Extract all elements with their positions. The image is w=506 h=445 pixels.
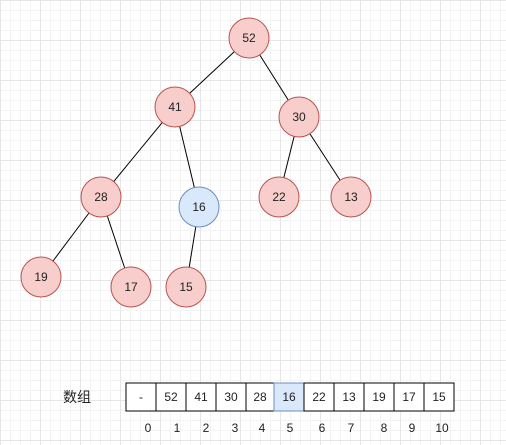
tree-node: 52 [228,17,270,59]
tree-node-label: 15 [179,280,193,294]
tree-node-circle [258,176,300,218]
tree-node-circle [330,176,372,218]
array-cell-value: 17 [402,390,416,404]
tree-node-label: 22 [272,190,286,204]
tree-edge [106,215,126,269]
tree-node-label: 28 [94,190,108,204]
array-label: 数组 [63,390,91,406]
array-cell-value: - [139,390,143,404]
tree-node-label: 52 [242,31,256,45]
tree-node: 17 [110,266,152,308]
array-index-label: 7 [348,421,355,435]
array-index-label: 2 [203,421,210,435]
array-cell-value: 13 [342,390,356,404]
tree-edge [179,126,195,188]
tree-node-circle [20,256,62,298]
array-cell-value: 16 [282,390,296,404]
array-cell [215,382,247,412]
tree-node-label: 30 [292,110,306,124]
array-cell-value: 22 [312,390,326,404]
tree-edge [259,54,289,101]
array-index-label: 4 [259,421,266,435]
tree-edge [113,122,163,182]
array-cell [273,382,305,412]
tree-node-label: 13 [344,190,358,204]
tree-node-label: 41 [168,100,182,114]
tree-node-circle [228,17,270,59]
array-row: 数组 - 52 41 30 28 16 22 13 19 17 15 0 1 2 3 4 5 6 7 8 9 10 [63,382,455,435]
tree-node: 41 [154,86,196,128]
tree-node-circle [278,96,320,138]
array-cell-value: 15 [432,390,446,404]
tree-node-label: 16 [192,200,206,214]
tree-node: 16 [178,186,220,228]
tree-edge [52,212,90,262]
tree-node: 28 [80,176,122,218]
array-index-label: 0 [145,421,152,435]
tree-edge [309,133,341,181]
tree-node-circle [154,86,196,128]
array-cell-value: 52 [164,390,178,404]
tree-node: 13 [330,176,372,218]
array-cell-value: 19 [372,390,386,404]
tree-node-circle [110,266,152,308]
array-index-label: 8 [381,421,388,435]
tree-node: 22 [258,176,300,218]
array-cell-value: 28 [253,390,267,404]
array-index-label: 1 [174,421,181,435]
tree-edges [52,51,341,269]
tree-edge [189,51,235,94]
array-cell [423,382,455,412]
array-index-label: 10 [435,421,449,435]
tree-edge [283,136,295,178]
tree-node-circle [80,176,122,218]
tree-nodes: 52 41 30 28 16 22 13 19 17 15 [20,17,372,308]
array-index-label: 5 [287,421,294,435]
array-index-label: 3 [232,421,239,435]
tree-node: 15 [165,266,207,308]
tree-node-label: 17 [124,280,138,294]
array-cell [245,382,275,412]
array-cell [303,382,335,412]
array-index-label: 6 [319,421,326,435]
array-cell-value: 41 [194,390,208,404]
array-cell-value: 30 [224,390,238,404]
tree-node-circle [165,266,207,308]
tree-node: 19 [20,256,62,298]
tree-node-circle [178,186,220,228]
tree-node: 30 [278,96,320,138]
tree-edge [188,226,197,268]
array-index-label: 9 [409,421,416,435]
tree-node-label: 19 [34,270,48,284]
